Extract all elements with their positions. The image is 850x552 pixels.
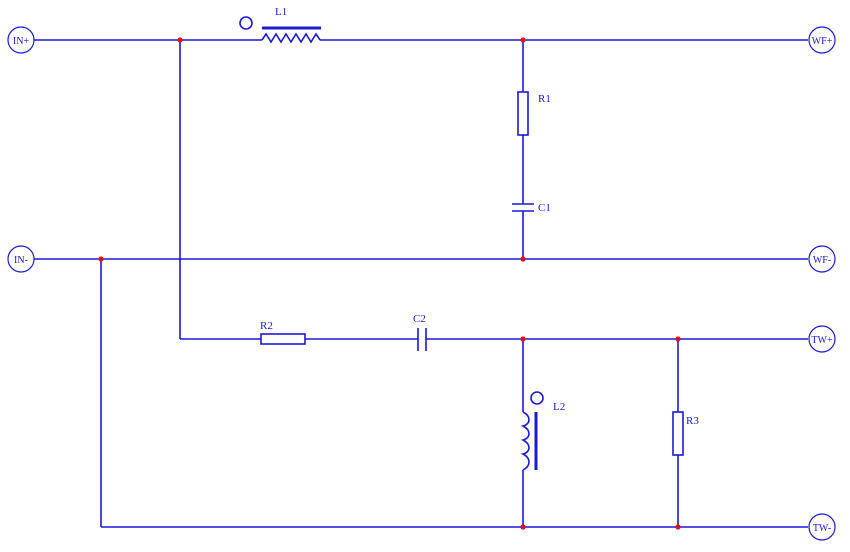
l1-polarity-dot [239,16,253,30]
inductor-l2: L2 [520,391,565,471]
terminal-in-minus: IN- [7,245,35,273]
r1-label: R1 [538,93,551,105]
terminal-wf-minus-label: WF- [813,255,831,266]
terminal-in-plus-label: IN+ [13,36,30,47]
l2-polarity-dot [530,391,544,405]
capacitor-c2: C2 [413,313,427,351]
junction-node [177,37,183,43]
terminal-tw-minus: TW- [808,513,836,541]
terminal-tw-plus-label: TW+ [811,335,833,346]
terminal-in-plus: IN+ [7,26,35,54]
junction-node [520,256,526,262]
terminal-tw-plus: TW+ [808,325,836,353]
junction-node [520,336,526,342]
r2-label: R2 [260,320,273,332]
resistor-r3: R3 [672,411,699,456]
r1-body [517,91,529,136]
terminal-wf-minus: WF- [808,245,836,273]
terminal-wf-plus-label: WF+ [812,36,833,47]
c1-label: C1 [538,202,551,214]
capacitor-c1: C1 [512,202,551,214]
resistor-r1: R1 [517,91,551,136]
l1-label: L1 [275,6,287,18]
terminal-tw-minus-label: TW- [813,523,831,534]
junction-node [520,37,526,43]
l2-coil [520,411,530,471]
junction-nodes [98,37,681,530]
resistor-r2: R2 [260,320,306,345]
r3-label: R3 [686,415,699,427]
r2-body [260,333,306,345]
l2-label: L2 [553,401,565,413]
junction-node [675,336,681,342]
terminal-wf-plus: WF+ [808,26,836,54]
inductor-l1: L1 [239,6,321,44]
terminal-in-minus-label: IN- [14,255,28,266]
junction-node [98,256,104,262]
c2-label: C2 [413,313,426,325]
l1-coil [261,32,321,44]
junction-node [520,524,526,530]
junction-node [675,524,681,530]
r3-body [672,411,684,456]
